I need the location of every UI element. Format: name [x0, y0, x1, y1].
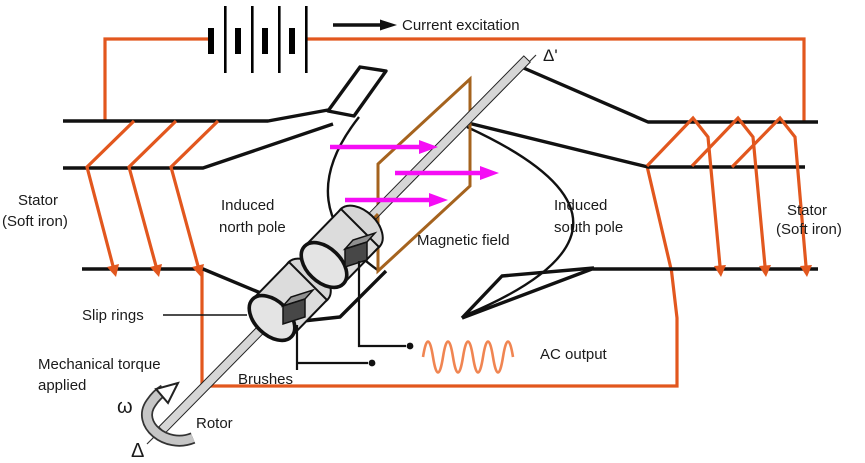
- current-excitation-label: Current excitation: [402, 17, 520, 34]
- omega-symbol: ω: [117, 396, 133, 418]
- battery-plate-short: [235, 28, 241, 54]
- coil-turn: [85, 119, 136, 267]
- wire-left-top: [103, 37, 208, 121]
- coil-arrowhead: [714, 265, 726, 277]
- battery-plate-short: [208, 28, 214, 54]
- coil-arrowhead: [192, 264, 204, 277]
- stator-right-sublabel: (Soft iron): [776, 221, 842, 238]
- field-coil-right: [645, 115, 812, 277]
- output-terminal-dot: [406, 342, 414, 350]
- excitation-circuit-wires: [103, 37, 806, 388]
- stator-right-pole-face-arc: [465, 125, 575, 317]
- induced-south-pole-label: Induced: [554, 197, 607, 214]
- stator-right-label: Stator: [787, 202, 827, 219]
- brush-rear: [342, 231, 378, 269]
- battery-plate-long: [305, 6, 308, 73]
- field-coil-left: [85, 119, 220, 277]
- output-wires: [295, 261, 414, 370]
- induced-north-pole-label: Induced: [221, 197, 274, 214]
- delta-prime-symbol: Δ': [543, 46, 558, 65]
- wire-bottom-frame: [200, 165, 679, 388]
- current-direction-arrow-icon: [333, 19, 397, 31]
- coil-turn: [690, 115, 767, 267]
- output-terminal-dot: [368, 359, 376, 367]
- stator-right: [460, 64, 818, 320]
- ac-sine-wave-icon: [421, 340, 515, 374]
- magnetic-field-arrows: [330, 140, 499, 207]
- battery-plate-long: [251, 6, 254, 73]
- stator-left-sublabel: (Soft iron): [2, 213, 68, 230]
- brushes-label: Brushes: [238, 371, 293, 388]
- mechanical-torque-label2: applied: [38, 377, 86, 394]
- brush-front-face: [344, 240, 368, 269]
- slip-ring-front-rim: [299, 240, 349, 290]
- battery-icon: [208, 6, 308, 73]
- slip-rings-label: Slip rings: [82, 307, 144, 324]
- battery-plate-long: [224, 6, 227, 73]
- delta-symbol: Δ: [131, 440, 144, 462]
- magnetic-field-label: Magnetic field: [417, 232, 510, 249]
- stator-left-pole-tip: [326, 65, 388, 118]
- coil-turn: [127, 119, 178, 267]
- induced-north-pole-label2: north pole: [219, 219, 286, 236]
- coil-arrowhead: [759, 265, 771, 277]
- field-arrowhead: [419, 140, 438, 154]
- battery-plate-short: [289, 28, 295, 54]
- coil-turn: [730, 115, 808, 267]
- output-wire-front-brush: [295, 325, 368, 370]
- wire-right-top: [307, 37, 806, 121]
- coil-arrowhead: [800, 265, 812, 277]
- battery-plate-short: [262, 28, 268, 54]
- stator-right-bottom-horn: [460, 266, 595, 320]
- induced-south-pole-label2: south pole: [554, 219, 623, 236]
- coil-arrowhead: [107, 264, 119, 277]
- stator-right-top-edge: [518, 64, 818, 124]
- coil-arrowhead: [150, 264, 162, 277]
- brush-front-face: [282, 297, 306, 326]
- stator-left-top-edge: [63, 108, 329, 123]
- coil-turn: [645, 115, 722, 267]
- stator-right-inner-edge: [463, 120, 805, 169]
- output-wire-rear-brush: [357, 261, 406, 348]
- battery-plate-long: [278, 6, 281, 73]
- stator-left-inner-edge: [63, 122, 334, 170]
- stator-left-label: Stator: [18, 192, 58, 209]
- field-arrowhead: [429, 193, 448, 207]
- torque-arrowhead: [154, 381, 180, 405]
- brush-front: [280, 288, 316, 326]
- torque-arrow-icon: [141, 381, 196, 447]
- field-arrowhead: [480, 166, 499, 180]
- stator-left-bottom-horn: [302, 269, 388, 323]
- coil-turn: [169, 119, 220, 267]
- rotor-label: Rotor: [196, 415, 233, 432]
- mechanical-torque-label: Mechanical torque: [38, 356, 161, 373]
- ac-output-label: AC output: [540, 346, 608, 363]
